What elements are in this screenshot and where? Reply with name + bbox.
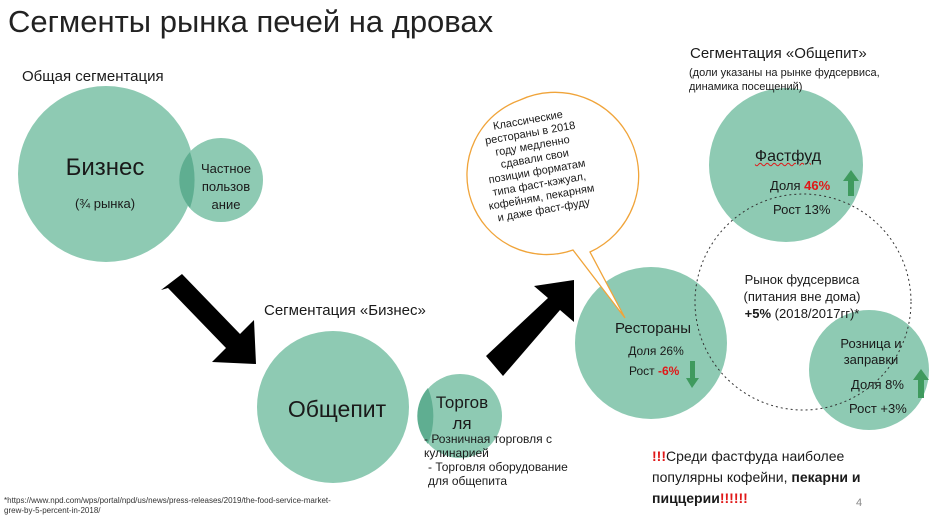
retail-label: Торгов ля (435, 393, 489, 433)
fastfood-circle (709, 88, 863, 242)
market-growth-value: +5% (744, 306, 772, 321)
business-private-overlap (179, 152, 195, 208)
restaurants-growth-prefix: Рост (629, 364, 658, 378)
restaurants-name: Рестораны (615, 320, 691, 337)
retail-fuel-name-2: заправки (843, 352, 899, 367)
retail-fuel-name-1: Розница и (840, 336, 902, 351)
retail-notes: - Розничная торговля с кулинарией - Торг… (424, 432, 570, 488)
highlight-excl-end: !!!!!! (719, 490, 748, 506)
restaurants-down-arrow (686, 361, 699, 388)
market-dotted-circle (694, 193, 912, 411)
highlight-line-3: пиццерии!!!!!! (652, 488, 902, 509)
page-number: 4 (856, 497, 863, 509)
retail-note-2: - Торговля оборудование для общепита (428, 460, 568, 488)
restaurants-growth: Рост -6% (629, 364, 679, 378)
callout-text: Классические рестораны в 2018 году медле… (484, 108, 596, 225)
highlight-excl-start: !!! (652, 448, 666, 464)
catering-seg-heading: Сегментация «Общепит» (690, 45, 867, 62)
fastfood-share-value: 46% (804, 178, 831, 193)
catering-circle (257, 331, 409, 483)
highlight-line-3-bold: пиццерии (652, 490, 720, 506)
fastfood-share: Доля 46% (770, 178, 830, 193)
retail-circle (418, 374, 502, 458)
business-circle (18, 86, 194, 262)
highlight-line-2-text: популярны кофейни, (652, 469, 792, 485)
fastfood-name: Фастфуд (740, 148, 836, 166)
fastfood-up-arrow (843, 170, 859, 196)
market-growth-period: (2018/2017гг)* (771, 306, 860, 321)
catering-seg-subheading-1: (доли указаны на рынке фудсервиса, (689, 67, 880, 79)
general-heading: Общая сегментация (22, 68, 164, 85)
restaurants-growth-value: -6% (657, 364, 680, 378)
market-line-2: (питания вне дома) (743, 289, 861, 304)
callout-bubble (466, 91, 640, 319)
slide-title: Сегменты рынка печей на дровах (8, 4, 494, 39)
private-circle (179, 138, 263, 222)
retail-fuel-share: Доля 8% (851, 377, 904, 392)
business-label: Бизнес (65, 154, 145, 181)
highlight-text: !!!Среди фастфуда наиболее популярны коф… (652, 446, 902, 509)
business-share: (¾ рынка) (74, 196, 136, 211)
highlight-line-1: !!!Среди фастфуда наиболее (652, 446, 902, 467)
business-seg-heading: Сегментация «Бизнес» (264, 302, 426, 319)
market-line-3: +5% (2018/2017гг)* (718, 305, 886, 322)
highlight-line-2: популярны кофейни, пекарни и (652, 467, 902, 488)
catering-retail-overlap (417, 388, 434, 444)
fastfood-growth: Рост 13% (773, 202, 831, 217)
restaurants-share: Доля 26% (628, 344, 684, 358)
retail-fuel-growth: Рост +3% (849, 401, 907, 416)
fastfood-share-prefix: Доля (770, 178, 805, 193)
catering-label: Общепит (287, 396, 387, 422)
highlight-line-2-bold: пекарни и (791, 469, 861, 485)
retail-fuel-circle (809, 310, 929, 430)
market-line-1-text: Рынок фудсервиса (744, 272, 860, 287)
fastfood-name-text: Фастфуд (754, 148, 822, 165)
retail-fuel-up-arrow (913, 369, 929, 398)
footnote: *https://www.npd.com/wps/portal/npd/us/n… (4, 496, 331, 515)
market-text: Рынок фудсервиса (питания вне дома) +5% … (718, 271, 886, 322)
private-label: Частное пользов ание (201, 161, 251, 212)
retail-note-1: - Розничная торговля с кулинарией (424, 432, 552, 460)
restaurants-circle (575, 267, 727, 419)
black-arrow-down (161, 274, 256, 364)
retail-fuel-name: Розница и заправки (836, 336, 906, 368)
highlight-line-1-text: Среди фастфуда наиболее (666, 448, 845, 464)
market-line-1: Рынок фудсервиса (718, 271, 886, 288)
black-arrow-up (486, 280, 574, 376)
catering-seg-subheading-2: динамика посещений) (689, 81, 803, 93)
